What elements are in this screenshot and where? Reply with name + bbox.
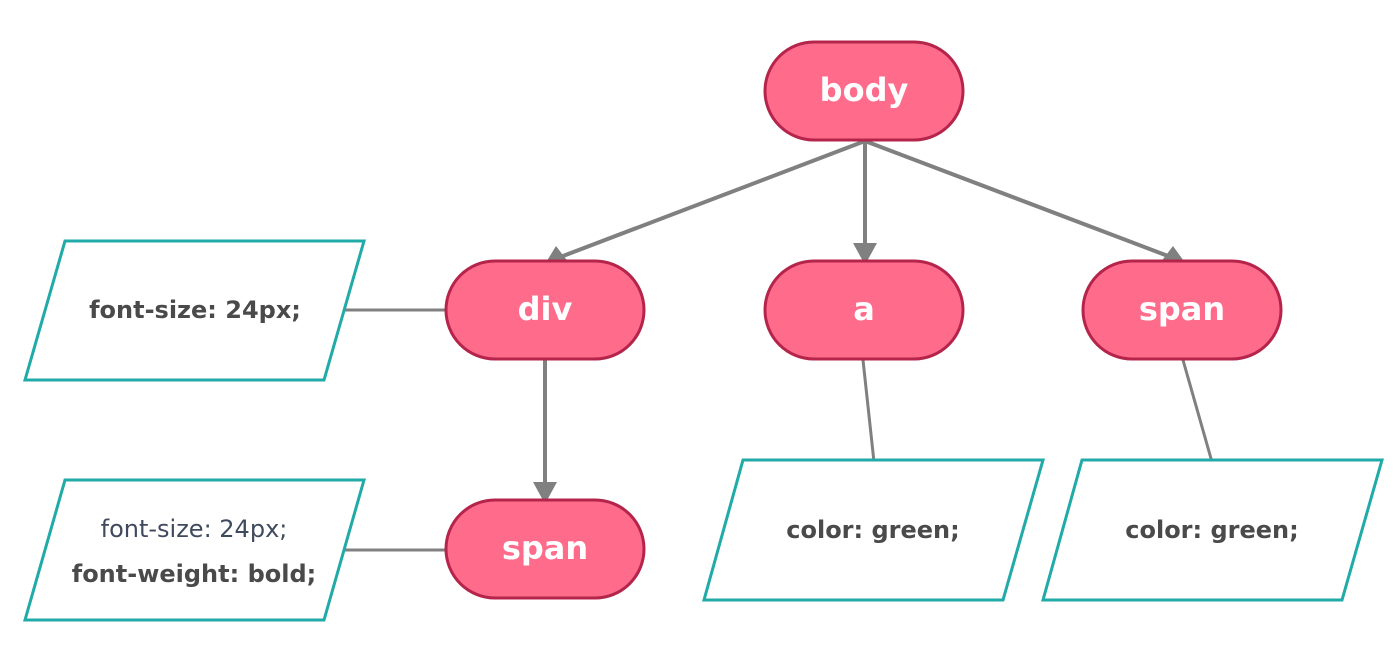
connector-a-note <box>861 359 876 463</box>
node-div: div <box>444 259 646 361</box>
node-span: span <box>1081 259 1283 361</box>
arrowhead-span-child <box>533 482 557 504</box>
note-div-style-line: font-size: 24px; <box>89 296 301 324</box>
connector-span-note <box>1181 359 1214 463</box>
node-span-child-label: span <box>502 529 588 567</box>
arrowhead-a <box>853 243 877 265</box>
note-span-child-style-line-1: font-size: 24px; <box>101 515 288 543</box>
node-span-label: span <box>1139 290 1225 328</box>
note-span-child-style-line-2: font-weight: bold; <box>72 560 317 588</box>
note-a-style: color: green; <box>702 458 1045 602</box>
node-body: body <box>763 40 965 142</box>
node-a: a <box>763 259 965 361</box>
node-span-child: span <box>444 498 646 600</box>
note-span-style: color: green; <box>1041 458 1384 602</box>
node-body-label: body <box>820 71 909 109</box>
note-a-style-line: color: green; <box>786 516 959 544</box>
note-span-style-line: color: green; <box>1125 516 1298 544</box>
edge-body-div <box>562 139 866 258</box>
note-div-style: font-size: 24px; <box>23 239 366 382</box>
node-div-label: div <box>518 290 573 328</box>
note-span-child-style: font-size: 24px; font-weight: bold; <box>23 478 366 622</box>
node-a-label: a <box>853 290 875 328</box>
edge-body-span <box>864 139 1169 258</box>
